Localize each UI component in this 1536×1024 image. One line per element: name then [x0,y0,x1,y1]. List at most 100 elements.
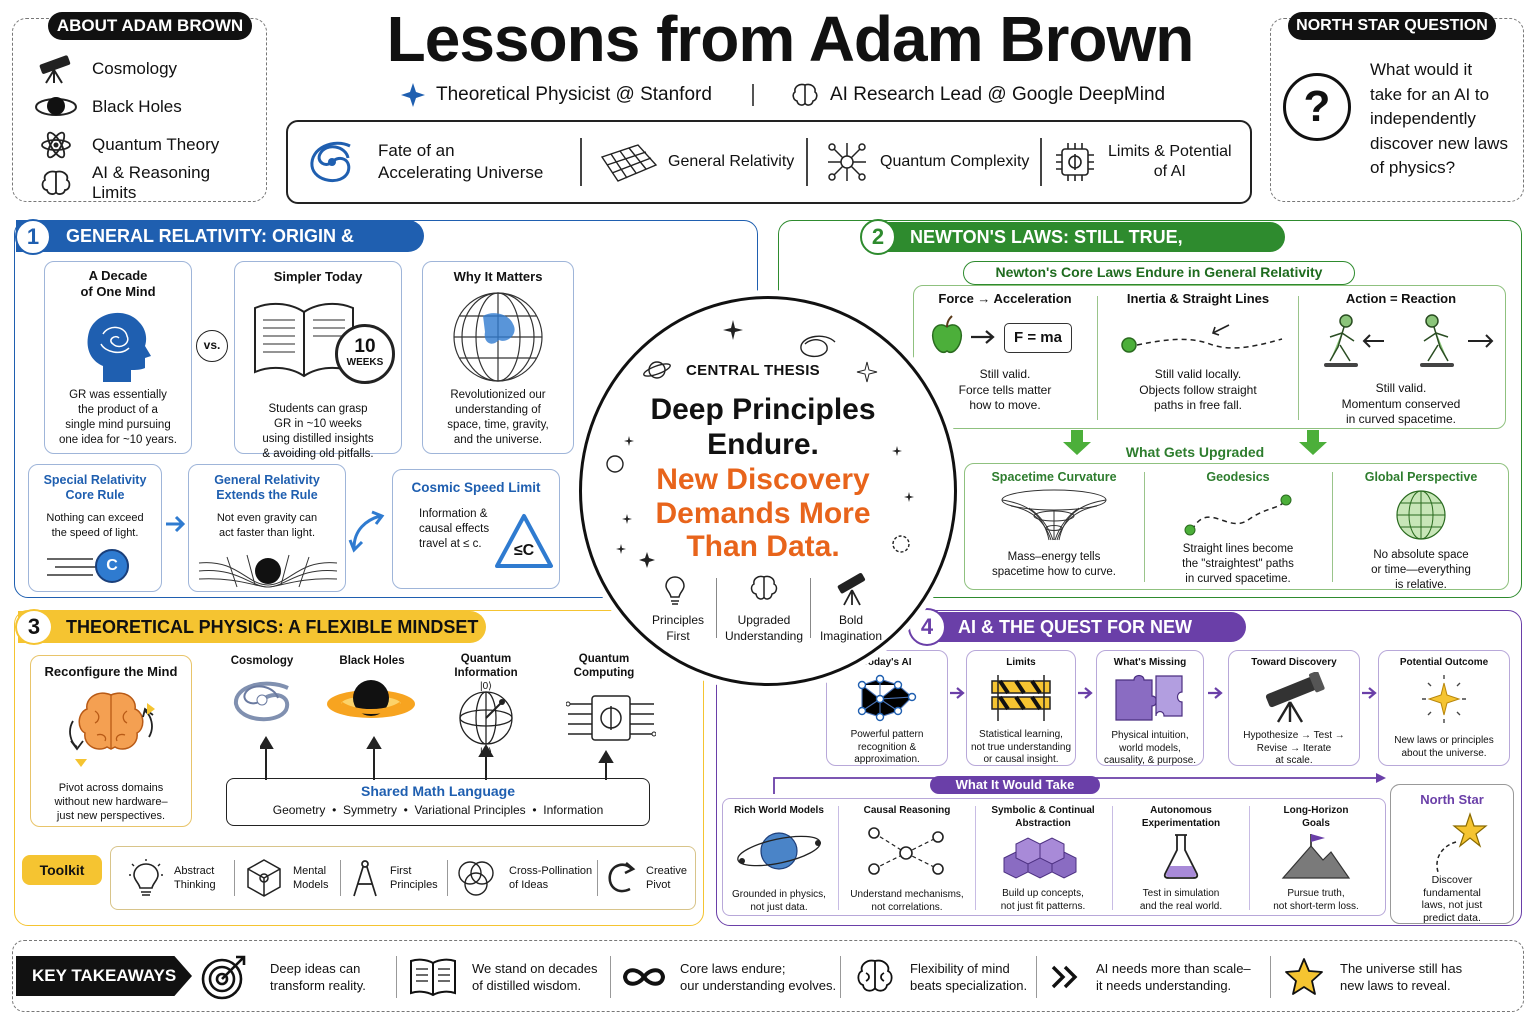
topics-bar [286,120,1252,204]
toolkit-dividers [447,860,448,896]
step-limits: Limits Statistical learning,not true und… [966,650,1076,766]
law-inertia: Inertia & Straight Lines Still valid loc… [1099,291,1297,427]
toolkit-dividers [234,860,235,896]
domain-cosmology: Cosmology [230,655,294,667]
role-stanford: Theoretical Physicist @ Stanford [400,82,712,108]
atom-icon [41,131,71,159]
topic-divider [806,138,808,186]
page-title: Lessons from Adam Brown [386,3,1195,75]
takeaway-divider [1270,956,1271,998]
thesis-divider [716,578,717,638]
pivot-arrow-icon [608,862,636,893]
take-arrow-line [773,773,1386,794]
decor-stars-icon [606,320,914,568]
star-icon [1436,812,1488,873]
thesis-line-1: Deep Principles [650,393,876,426]
warning-triangle-icon [495,514,553,568]
about-item-ai: AI & Reasoning Limits [34,163,259,202]
takeaway-3: Core laws endure;our understanding evolv… [620,950,840,1004]
telescope-icon [39,55,71,84]
card-cosmic-speed-limit: Cosmic Speed Limit Information &causal e… [392,469,560,589]
card-simpler: Simpler Today 10 WEEKS Students can gras… [234,261,402,460]
toolkit-dividers [340,860,341,896]
section-1-number: 1 [15,219,51,255]
role-deepmind: AI Research Lead @ Google DeepMind [790,82,1165,108]
geodesic-path-icon [1184,494,1292,536]
thesis-circle [579,296,957,686]
speed-lines-icon [47,558,97,576]
cubes-icon [1003,837,1077,879]
takeaway-5: AI needs more than scale–it needs unders… [1050,950,1270,1004]
shared-math-box [226,778,650,826]
question-mark-icon: ? [1283,73,1351,141]
globe-grid-icon [453,292,543,382]
arrow-right-icon [950,687,965,699]
section-2-header: NEWTON'S LAWS: STILL TRUE, UPGRADED [880,222,1285,277]
needs-dividers [838,806,839,910]
thesis-line-2: Endure. [707,428,819,461]
curvature-funnel-icon [1001,489,1107,541]
card-reconfigure: Reconfigure the Mind Pivot across domain… [30,655,192,827]
book-icon [254,302,354,378]
thesis-line-5: Than Data. [686,530,840,563]
arrow-right-icon [1362,687,1377,699]
black-hole-grid-icon [198,554,338,588]
arrow-right-icon [1078,687,1093,699]
topic-gr: General Relativity [598,128,798,196]
brain-icon [41,170,71,195]
spacetime-grid-icon [600,144,658,182]
brain-icon [792,83,818,106]
compass-icon [353,860,377,897]
brain-icon [750,575,778,600]
venn-icon [458,861,494,896]
mountain-flag-icon [1281,834,1351,879]
lightbulb-icon [665,576,685,605]
barrier-icon [991,675,1051,721]
shared-math-items: Geometry • Symmetry • Variational Princi… [272,803,604,817]
domain-black-holes: Black Holes [339,655,405,667]
arrow-down-icon [1299,430,1327,455]
trajectory-icon [1121,324,1283,353]
law-panel [913,285,1506,429]
section-3-frame [14,610,704,926]
brain-icon [857,959,893,992]
takeaways-bar [12,940,1524,1012]
ket-zero: |0⟩ [479,681,493,692]
law-force: Force → Acceleration F = ma Still valid.… [916,291,1094,427]
sparkle-icon [401,83,425,107]
takeaways-label: KEY TAKEAWAYS [16,956,192,996]
target-icon [201,955,246,1000]
north-star-title: North Star [1420,792,1484,807]
cube-network-icon [247,859,281,897]
brain-cycle-icon [69,692,155,767]
toolkit-box [110,846,696,910]
double-chevron-icon [1051,965,1078,989]
needs-dividers [1112,806,1113,910]
neural-net-icon [857,674,917,722]
network-icon [828,143,866,181]
take-label: What It Would Take [930,776,1100,794]
light-c-icon: C [95,549,129,583]
upgrade-label: What Gets Upgraded [1125,444,1265,460]
topic-qc: Quantum Complexity [824,128,1034,196]
black-hole-icon [35,97,77,116]
north-star-label: NORTH STAR QUESTION [1288,12,1496,40]
telescope-icon [1265,672,1325,723]
step-missing: What's Missing Physical intuition,world … [1096,650,1204,766]
